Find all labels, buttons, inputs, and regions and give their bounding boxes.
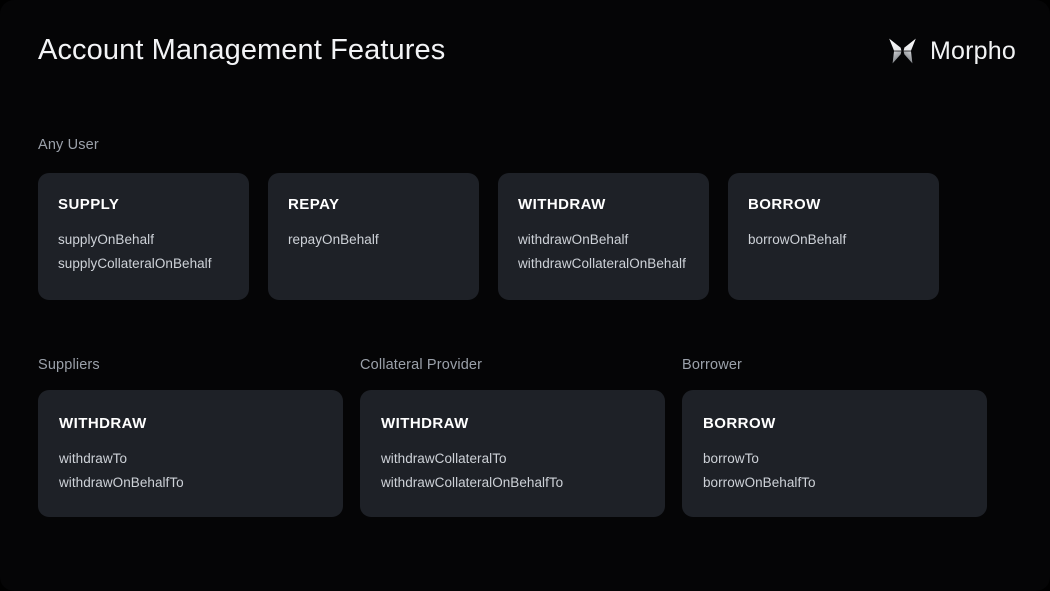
brand-lockup: Morpho <box>888 38 1016 64</box>
group-label-collateral-provider: Collateral Provider <box>360 357 483 373</box>
card-item: repayOnBehalf <box>288 231 379 247</box>
group-label-borrower: Borrower <box>682 357 743 373</box>
card-item: supplyOnBehalf <box>58 231 155 247</box>
card-row-any-user: SUPPLY supplyOnBehalf supplyCollateralOn… <box>38 172 988 300</box>
card-title: BORROW <box>748 195 821 213</box>
card-item: withdrawCollateralTo <box>381 450 507 466</box>
role-column-collateral-provider: Collateral Provider WITHDRAW withdrawCol… <box>360 358 665 517</box>
card-item: withdrawCollateralOnBehalf <box>518 255 686 271</box>
card-item: supplyCollateralOnBehalf <box>58 255 212 271</box>
header: Account Management Features <box>38 28 1016 74</box>
card-title: SUPPLY <box>58 195 120 213</box>
card-item: withdrawOnBehalfTo <box>59 474 184 490</box>
card-title: REPAY <box>288 195 340 213</box>
card-borrow-borrower[interactable]: BORROW borrowTo borrowOnBehalfTo <box>682 389 987 517</box>
card-item: withdrawTo <box>59 450 128 466</box>
role-column-borrower: Borrower BORROW borrowTo borrowOnBehalfT… <box>682 358 987 517</box>
card-borrow-any-user[interactable]: BORROW borrowOnBehalf <box>728 172 939 300</box>
morpho-butterfly-logo-icon <box>889 38 916 64</box>
card-supply[interactable]: SUPPLY supplyOnBehalf supplyCollateralOn… <box>38 172 249 300</box>
section-any-user: Any User SUPPLY supplyOnBehalf supplyCol… <box>38 138 988 300</box>
page-title: Account Management Features <box>38 34 446 67</box>
card-item: borrowTo <box>703 450 759 466</box>
card-title: WITHDRAW <box>381 414 469 432</box>
card-title: BORROW <box>703 414 776 432</box>
group-label-suppliers: Suppliers <box>38 357 100 373</box>
card-item: borrowOnBehalf <box>748 231 847 247</box>
group-label-any-user: Any User <box>38 137 99 153</box>
role-column-suppliers: Suppliers WITHDRAW withdrawTo withdrawOn… <box>38 358 343 517</box>
card-withdraw-collateral-provider[interactable]: WITHDRAW withdrawCollateralTo withdrawCo… <box>360 389 665 517</box>
card-item: withdrawOnBehalf <box>518 231 629 247</box>
card-item: borrowOnBehalfTo <box>703 474 816 490</box>
card-item: withdrawCollateralOnBehalfTo <box>381 474 564 490</box>
card-row-roles: Suppliers WITHDRAW withdrawTo withdrawOn… <box>38 358 988 517</box>
brand-name: Morpho <box>930 36 1016 65</box>
card-title: WITHDRAW <box>518 195 606 213</box>
section-roles: Suppliers WITHDRAW withdrawTo withdrawOn… <box>38 341 988 517</box>
card-repay[interactable]: REPAY repayOnBehalf <box>268 172 479 300</box>
card-withdraw-any-user[interactable]: WITHDRAW withdrawOnBehalf withdrawCollat… <box>498 172 709 300</box>
card-withdraw-suppliers[interactable]: WITHDRAW withdrawTo withdrawOnBehalfTo <box>38 389 343 517</box>
card-title: WITHDRAW <box>59 414 147 432</box>
